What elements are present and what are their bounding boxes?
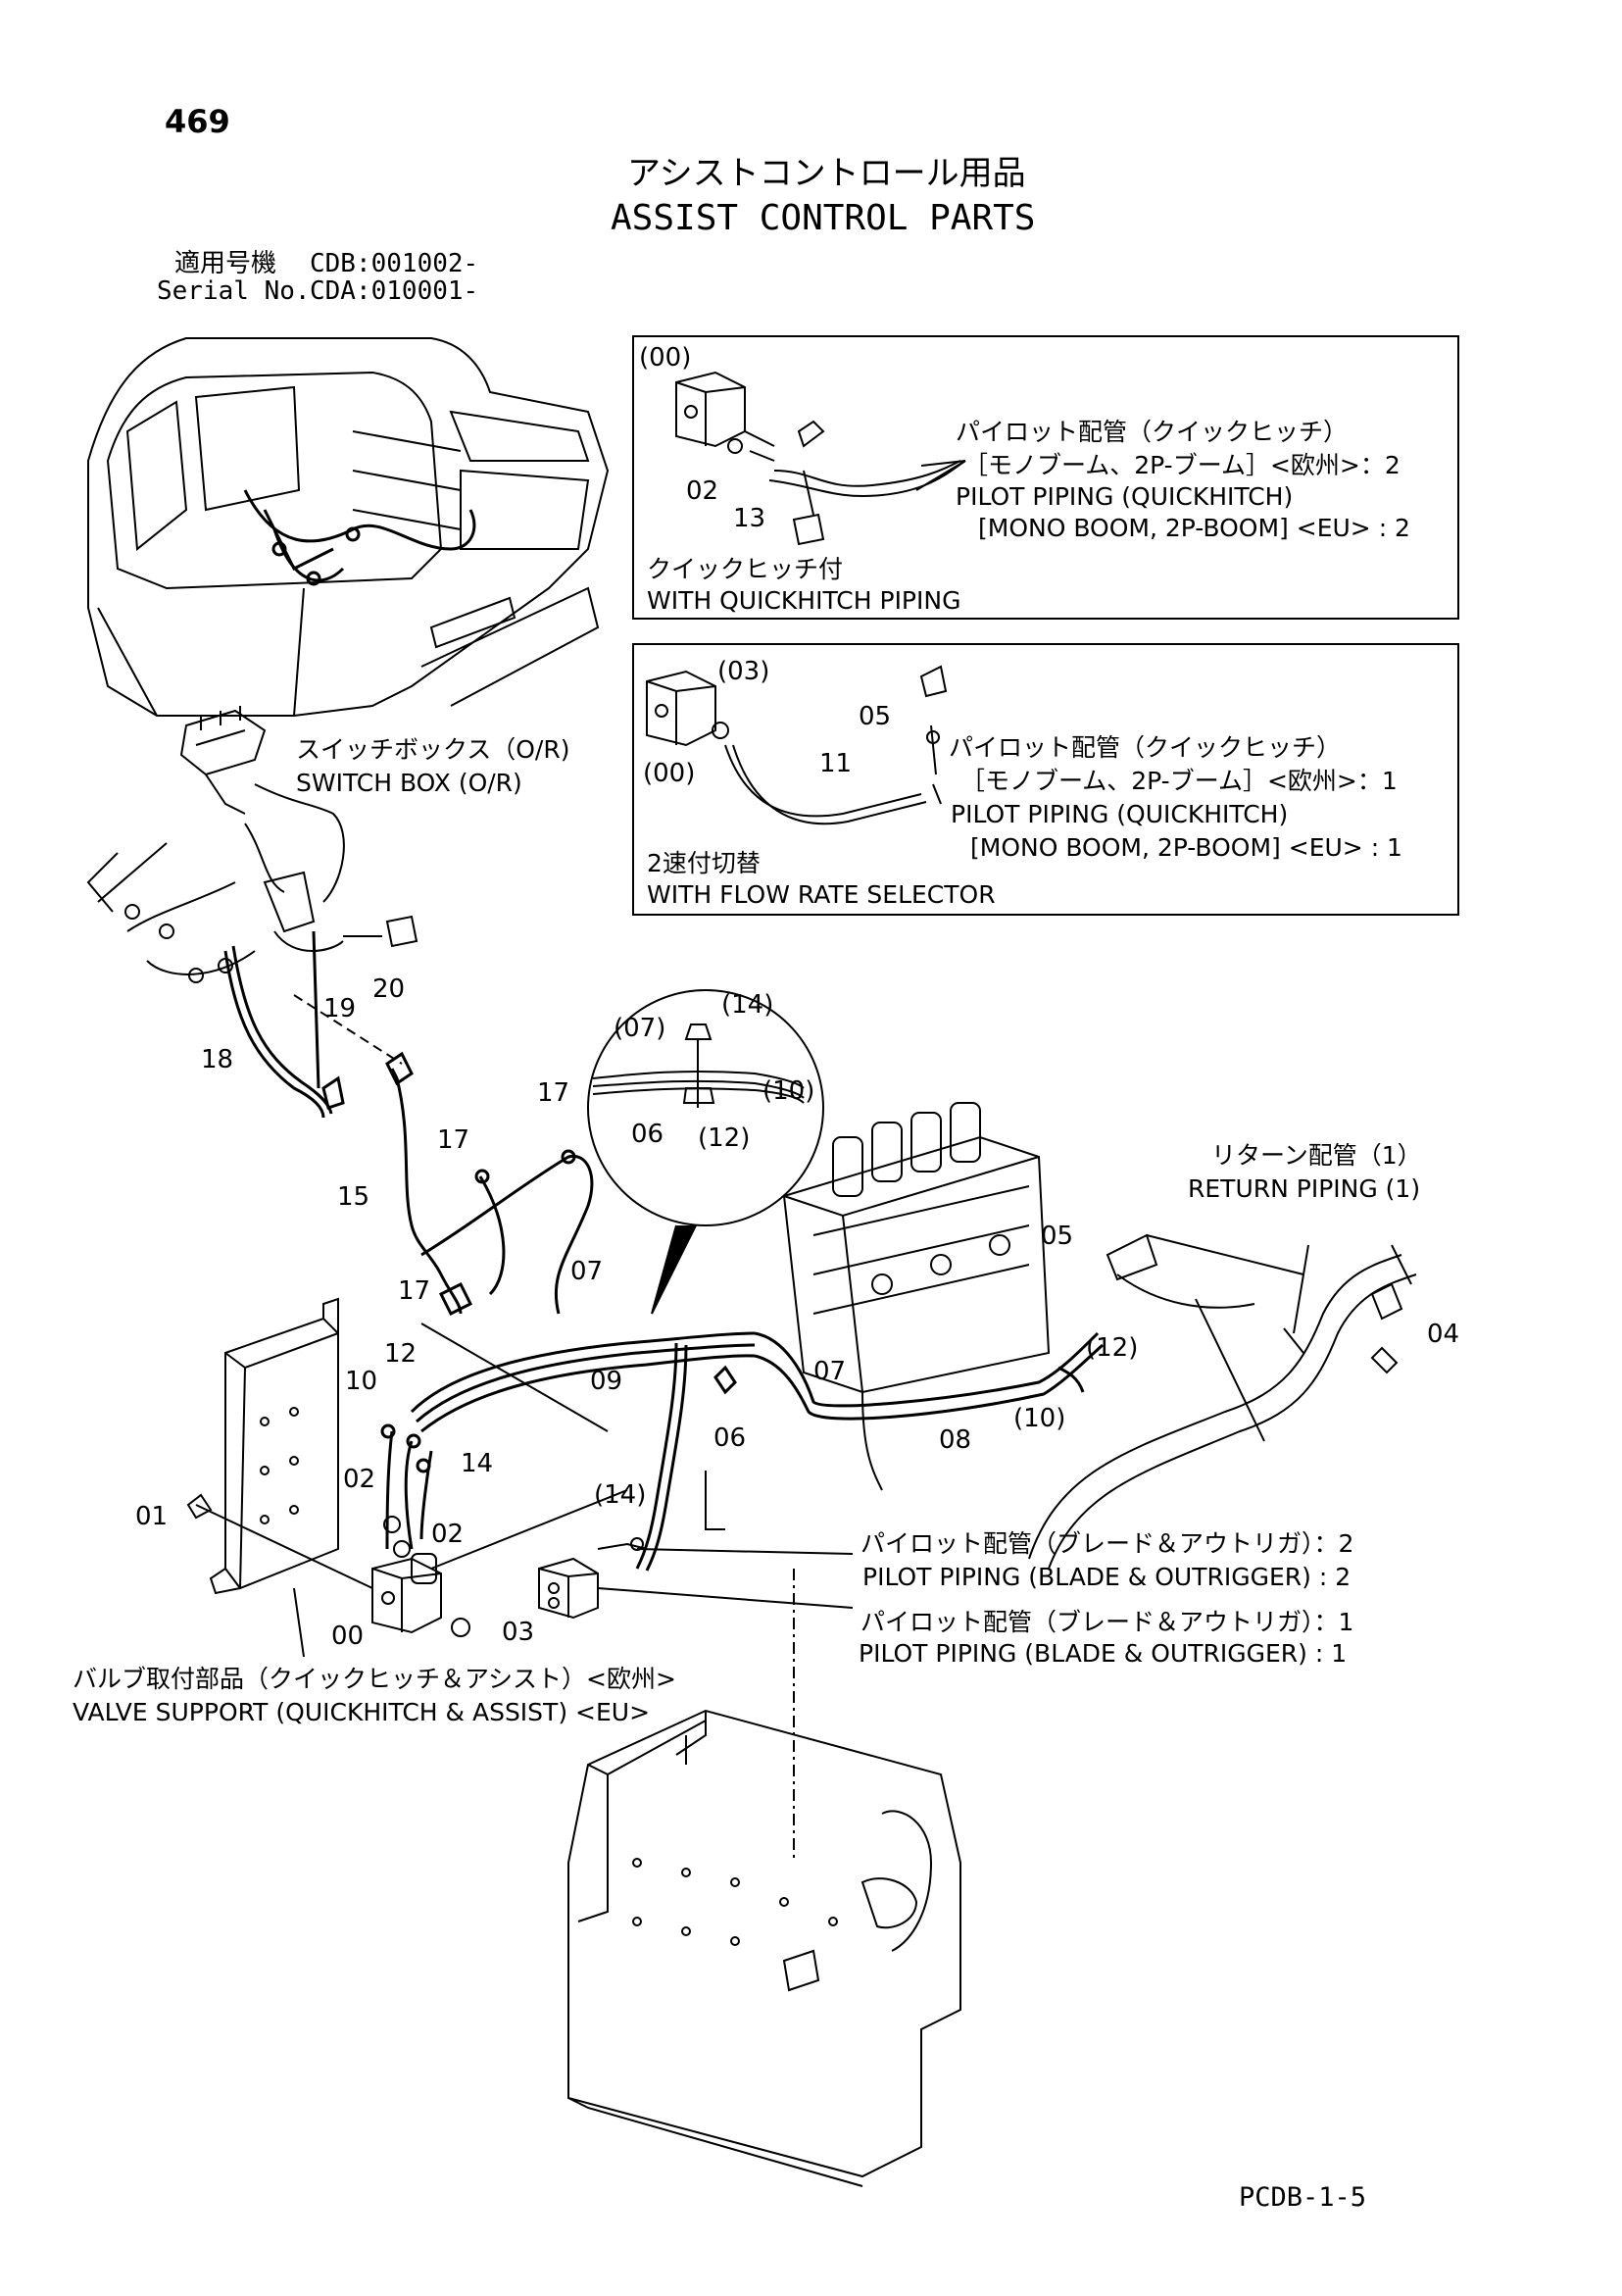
detail-callout-10: (10) — [762, 1076, 815, 1106]
detail-callout-14: (14) — [721, 990, 774, 1020]
box1-callout-02: 02 — [686, 476, 719, 506]
ref-line-return — [1294, 1245, 1308, 1333]
page-code: PCDB-1-5 — [1239, 2182, 1367, 2213]
callout-07-lower: 07 — [813, 1357, 847, 1386]
excavator-body — [88, 338, 608, 716]
ref-lines-blade — [598, 1549, 853, 1608]
callout-05: 05 — [1041, 1222, 1074, 1251]
detail-callout-12: (12) — [698, 1123, 751, 1153]
callout-14-paren: (14) — [594, 1480, 647, 1510]
callout-08: 08 — [939, 1425, 972, 1455]
box1-with-en: WITH QUICKHITCH PIPING — [647, 586, 961, 615]
callout-07-upper: 07 — [570, 1257, 604, 1286]
box2-callout-05: 05 — [859, 702, 892, 731]
box2-with-jp: 2速付切替 — [647, 849, 761, 877]
return-piping-en: RETURN PIPING (1) — [1188, 1174, 1421, 1203]
main-piping-art — [412, 1333, 1103, 1571]
detail-circle-art — [588, 990, 823, 1314]
callout-12: 12 — [384, 1339, 418, 1369]
callout-18: 18 — [201, 1045, 234, 1074]
callout-04: 04 — [1427, 1320, 1460, 1349]
box1-callout-00: (00) — [639, 343, 692, 373]
harness-18-art — [225, 931, 343, 1118]
box1-pilot-en-sub: [MONO BOOM, 2P-BOOM] <EU> : 2 — [978, 514, 1410, 542]
box2-callout-11: 11 — [819, 749, 853, 778]
switch-box-en: SWITCH BOX (O/R) — [296, 769, 522, 797]
callout-10-paren: (10) — [1013, 1404, 1066, 1433]
callout-03: 03 — [502, 1618, 535, 1647]
box1-callout-13: 13 — [733, 504, 766, 533]
callout-15: 15 — [337, 1182, 370, 1212]
blade-piping-en-2: PILOT PIPING (BLADE & OUTRIGGER) : 2 — [862, 1563, 1352, 1591]
title-japanese: アシストコントロール用品 — [627, 154, 1026, 193]
callout-02-left: 02 — [343, 1465, 376, 1494]
title-english: ASSIST CONTROL PARTS — [611, 198, 1036, 238]
floor-plate-art — [568, 1711, 960, 2186]
box1-pilot-en: PILOT PIPING (QUICKHITCH) — [956, 482, 1294, 511]
callout-19: 19 — [323, 994, 357, 1023]
box1-with-jp: クイックヒッチ付 — [647, 555, 844, 583]
flowrate-valve-art — [647, 667, 946, 824]
control-valve-art — [784, 1103, 1049, 1490]
quickhitch-piping-box — [632, 335, 1459, 620]
callout-09: 09 — [590, 1367, 623, 1396]
serial-jp-label: 適用号機 — [174, 249, 277, 278]
box2-pilot-jp: パイロット配管（クイックヒッチ） — [949, 733, 1342, 762]
ref-line-18 — [294, 995, 402, 1064]
callout-10: 10 — [345, 1367, 378, 1396]
valve-support-en: VALVE SUPPORT (QUICKHITCH & ASSIST) <EU> — [73, 1698, 651, 1726]
valve-00-art — [188, 1495, 469, 1636]
switch-box-jp: スイッチボックス（O/R) — [296, 735, 570, 764]
callout-17-top: 17 — [537, 1078, 570, 1108]
detail-callout-06: 06 — [631, 1120, 664, 1149]
callout-06: 06 — [713, 1423, 747, 1453]
callout-01: 01 — [135, 1502, 169, 1531]
box1-pilot-jp: パイロット配管（クイックヒッチ） — [956, 418, 1349, 446]
serial-jp-value: CDB:001002- — [310, 249, 479, 278]
quickhitch-valve-art — [676, 373, 965, 544]
page-number: 469 — [165, 103, 230, 140]
box2-pilot-jp-sub: ［モノブーム、2P-ブーム］<欧州>：1 — [960, 767, 1398, 795]
callout-14: 14 — [461, 1449, 494, 1478]
callout-20: 20 — [372, 974, 406, 1004]
blade-piping-jp-1: パイロット配管（ブレード＆アウトリガ）：1 — [860, 1608, 1354, 1636]
callout-02-right: 02 — [431, 1520, 465, 1549]
callout-17-low: 17 — [398, 1276, 431, 1306]
pipe-10-12-art — [382, 1425, 431, 1549]
serial-en-value: CDA:010001- — [310, 276, 479, 306]
box2-pilot-en: PILOT PIPING (QUICKHITCH) — [951, 800, 1289, 828]
switch-box-art — [98, 706, 417, 982]
harness-15-17-art — [387, 1054, 592, 1314]
flowrate-selector-box — [632, 643, 1459, 916]
box2-callout-03: (03) — [717, 657, 770, 686]
box2-pilot-en-sub: [MONO BOOM, 2P-BOOM] <EU> : 1 — [970, 833, 1402, 862]
cab-harness — [245, 490, 474, 584]
callout-12-paren: (12) — [1086, 1333, 1139, 1363]
blade-valve-art — [539, 1538, 647, 1618]
detail-callout-07: (07) — [614, 1014, 666, 1043]
ref-lines-left — [196, 1323, 627, 1657]
ref-line-box — [88, 853, 118, 912]
callout-00: 00 — [331, 1622, 365, 1651]
box2-with-en: WITH FLOW RATE SELECTOR — [647, 880, 996, 909]
valve-support-bracket-art — [211, 1299, 338, 1593]
serial-en-label: Serial No. — [157, 276, 311, 306]
ref-line-support — [706, 1471, 725, 1529]
return-piping-jp: リターン配管（1） — [1211, 1141, 1422, 1170]
blade-piping-jp-2: パイロット配管（ブレード＆アウトリガ）：2 — [860, 1529, 1354, 1558]
valve-support-jp: バルブ取付部品（クイックヒッチ＆アシスト）<欧州> — [73, 1665, 676, 1693]
blade-piping-en-1: PILOT PIPING (BLADE & OUTRIGGER) : 1 — [859, 1639, 1348, 1668]
callout-17-mid: 17 — [437, 1125, 470, 1155]
return-piping-art — [1029, 1235, 1416, 1569]
box2-callout-00: (00) — [643, 759, 696, 788]
box1-pilot-jp-sub: ［モノブーム、2P-ブーム］<欧州>：2 — [963, 451, 1401, 479]
